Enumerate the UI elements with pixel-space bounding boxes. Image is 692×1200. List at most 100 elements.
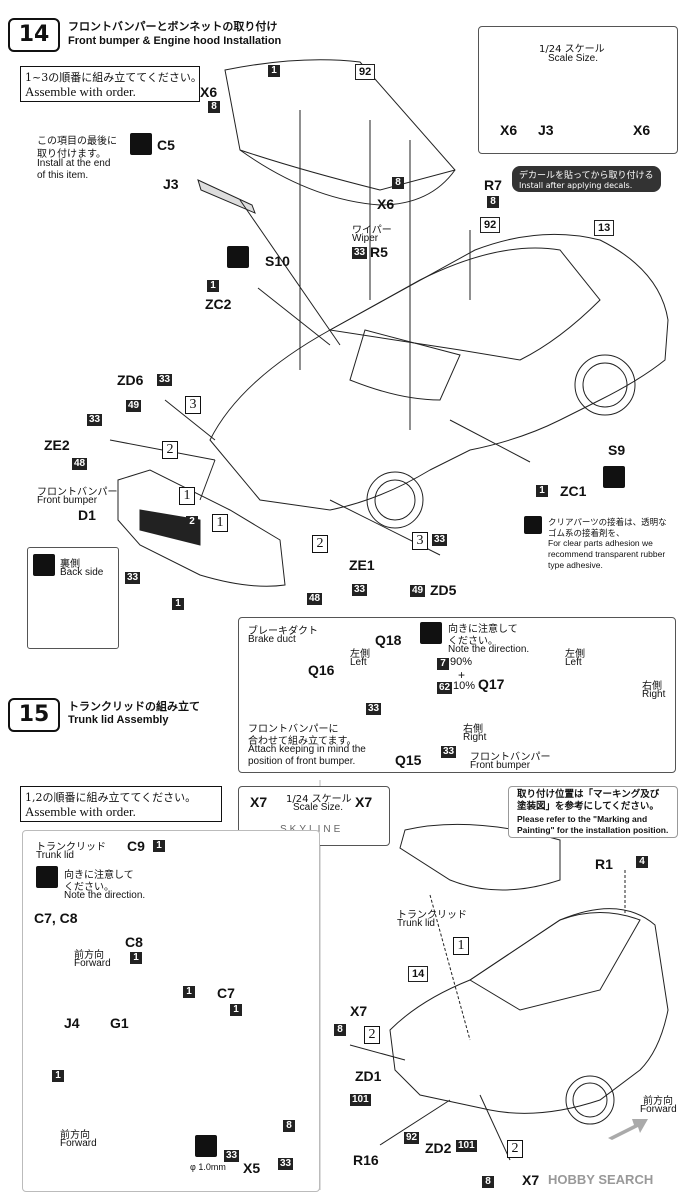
direction-icon-15 [36,866,58,888]
part-x7-bottom: X7 [522,1172,540,1188]
clear-en-1: For clear parts adhesion we [548,538,653,548]
part-c7: C7 [217,985,235,1001]
front-bumper-en: Front bumper [37,495,98,506]
step-14-order-box: 1~3の順番に組み立ててください。 Assemble with order. [20,66,202,102]
attach-en-2: position of front bumper. [248,756,356,767]
badge-8-x5: 8 [283,1120,295,1132]
left-en-inset: Left [565,657,582,668]
car-drawing-step14 [209,233,669,511]
circled-2-15a: 2 [364,1026,380,1044]
direction-icon [420,622,442,644]
badge-92-r7: 92 [480,217,501,233]
scale15-x7-right: X7 [355,794,373,810]
attach-en-1: Attach keeping in mind the [248,744,366,755]
part-r1: R1 [595,856,613,872]
step-14-title-jp: フロントバンパーとボンネットの取り付け [68,20,278,33]
scale-en: Scale Size. [548,53,599,64]
scale15-jp: 1/24 スケール [286,794,352,805]
back-side-icon [33,554,55,576]
badge-8-x7b: 8 [482,1176,494,1188]
decal-note-jp: デカールを貼ってから取り付ける [519,171,654,181]
badge-1-g1top: 1 [183,986,195,998]
order15-jp: 1,2の順番に組み立ててください。 [25,791,197,804]
badge-33-ze1: 33 [352,584,368,596]
part-d1: D1 [78,507,96,523]
part-x6-top: X6 [200,84,218,100]
j3-strip-drawing [197,179,256,214]
forward-jp-2: 前方向 [60,1130,90,1141]
part-j4: J4 [64,1015,80,1031]
back-side-jp: 裏側 [60,559,80,570]
scale-j3: J3 [538,122,554,138]
adhesive-icon-clear [524,516,542,534]
skyline-emblem: SKYLINE [280,824,343,835]
part-zd5: ZD5 [430,582,457,598]
circled-3-top: 3 [185,396,201,414]
left-jp-inset: 左側 [565,649,585,660]
trunk-jp: トランクリッド [36,842,106,853]
decal-icon-s10 [227,246,249,268]
decal-note: デカールを貼ってから取り付ける Install after applying d… [512,166,661,192]
order-en: Assemble with order. [25,84,136,99]
badge-48-ze2: 48 [72,458,88,470]
direction15-en: Note the direction. [64,890,146,901]
drill-icon [195,1135,217,1157]
badge-92: 92 [355,64,376,80]
direction-en: Note the direction. [448,644,530,655]
scale-x6-left: X6 [500,122,518,138]
mix-90: 90% [450,656,473,668]
badge-14: 14 [408,966,429,982]
direction-jp-2: ください。 [448,636,498,647]
badge-62: 62 [437,682,453,694]
badge-49-zd5: 49 [410,585,426,597]
forward-jp-3: 前方向 [643,1096,673,1107]
circled-2-15b: 2 [507,1140,523,1158]
part-c8: C8 [125,934,143,950]
trunk15-en: Trunk lid [397,918,435,929]
forward-en-3: Forward [640,1104,677,1115]
bumper-en-inset: Front bumper [470,760,531,771]
position-jp-1: 取り付け位置は「マーキング及び [517,789,660,800]
badge-33-zd5: 33 [432,534,448,546]
part-r7: R7 [484,177,502,193]
part-ze2: ZE2 [44,437,70,453]
part-x5: X5 [243,1160,261,1176]
attach-jp-1: フロントバンパーに [248,724,339,735]
part-c7-c8: C7, C8 [34,910,78,926]
mix-10: 10% [453,680,476,692]
badge-33-q15: 33 [441,746,457,758]
badge-1-back: 1 [172,598,184,610]
step-15-title-jp: トランクリッドの組み立て [68,700,200,713]
install-end-note-en1: Install at the end [37,158,111,169]
badge-13: 13 [594,220,615,236]
step-15-title-en: Trunk lid Assembly [68,714,169,726]
wiper-en: Wiper [352,233,379,244]
part-c5: C5 [157,137,175,153]
clear-jp-1: クリアパーツの接着は、透明な [548,518,667,528]
brake-jp: ブレーキダクト [248,626,318,637]
badge-1-c7: 1 [230,1004,242,1016]
phi-label: φ 1.0mm [190,1162,226,1172]
part-zd1: ZD1 [355,1068,382,1084]
scale15-x7-left: X7 [250,794,268,810]
part-g1: G1 [110,1015,129,1031]
badge-33-q16: 33 [366,703,382,715]
badge-92-r16: 92 [404,1132,420,1144]
part-ze1: ZE1 [349,557,375,573]
forward-jp-1: 前方向 [74,950,104,961]
badge-1-zc1: 1 [536,485,548,497]
front-bumper-drawing [117,469,286,587]
right-jp-inset: 右側 [642,681,662,692]
right-en-inset: Right [642,689,666,700]
badge-8-x6: 8 [392,177,404,189]
badge-33-r5: 33 [352,247,368,259]
front-bumper-jp: フロントバンパー [37,487,118,498]
circled-1-15: 1 [453,937,469,955]
part-q16: Q16 [308,662,335,678]
trunk-detail-box [22,830,320,1192]
part-s10: S10 [265,253,290,269]
decal-icon-s9 [603,466,625,488]
part-c9: C9 [127,838,145,854]
part-q15: Q15 [395,752,422,768]
step-15-order-box: 1,2の順番に組み立ててください。 Assemble with order. [20,786,222,822]
